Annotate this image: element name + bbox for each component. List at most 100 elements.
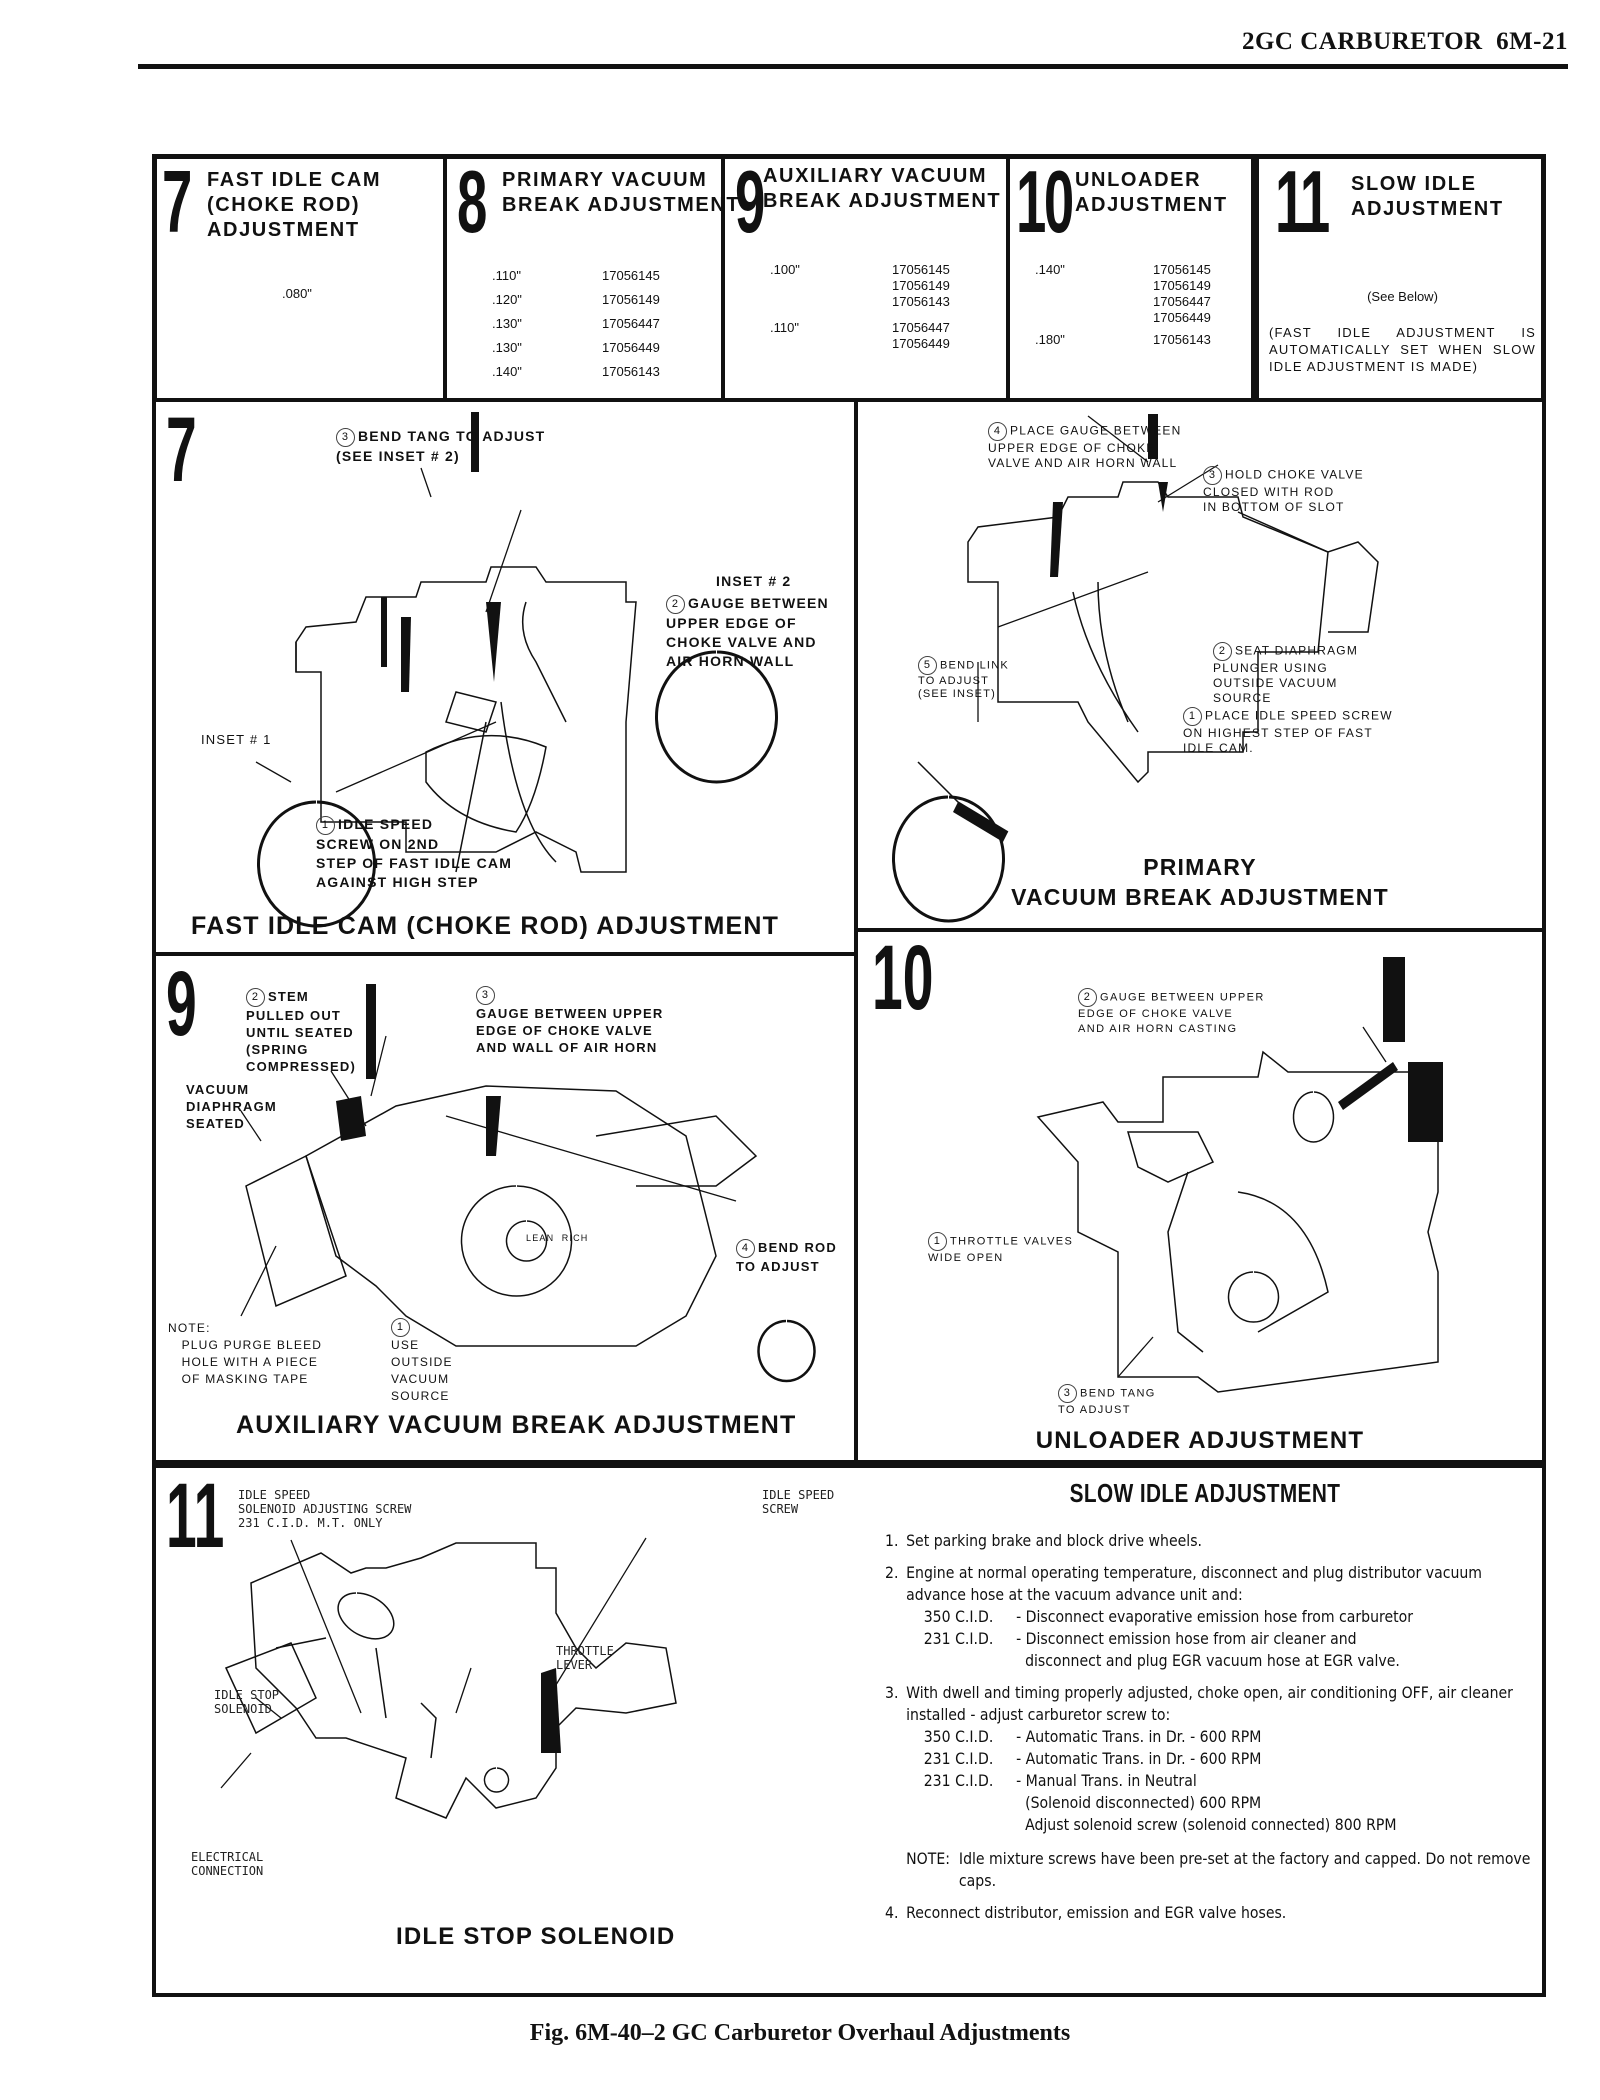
spec-title: UNLOADER ADJUSTMENT	[1075, 169, 1228, 216]
spec-number: 10	[1016, 152, 1074, 251]
callout-number-icon: 1	[316, 815, 335, 835]
step-2: 2.Engine at normal operating temperature…	[885, 1562, 1536, 1672]
callout-number-icon: 5	[918, 656, 937, 675]
slow-idle-steps: 1.Set parking brake and block drive whee…	[885, 1530, 1536, 1934]
step-2-sub: 350 C.I.D.- Disconnect evaporative emiss…	[923, 1607, 1414, 1626]
masking-tape-note: NOTE: PLUG PURGE BLEED HOLE WITH A PIECE…	[168, 1321, 323, 1386]
spec-number: 11	[1275, 152, 1330, 251]
spec-row: .110"17056145	[492, 268, 660, 283]
spec-row: .130"17056449	[492, 340, 660, 355]
spec-values: .100"17056145 17056149 17056143 .110"170…	[770, 262, 950, 351]
page-number: 6M-21	[1496, 28, 1568, 55]
callout-number-icon: 3	[1203, 466, 1222, 485]
panel-number: 9	[166, 953, 197, 1055]
carburetor-illustration	[156, 1468, 861, 1998]
idle-mixture-note: NOTE:Idle mixture screws have been pre-s…	[906, 1849, 1531, 1890]
spec-row: .110"17056447	[770, 320, 950, 335]
panel-number: 7	[166, 399, 197, 501]
inset-2-label: INSET # 2	[716, 573, 792, 589]
page-header: 2GC CARBURETOR 6M-21	[1242, 28, 1568, 56]
callout-electrical-connection: ELECTRICAL CONNECTION	[191, 1850, 264, 1878]
callout-throttle-lever: THROTTLE LEVER	[556, 1644, 614, 1672]
panel-number: 10	[872, 927, 934, 1029]
callout-number-icon: 3	[1058, 1384, 1077, 1403]
spec-number: 8	[457, 152, 487, 251]
step-3: 3.With dwell and timing properly adjuste…	[885, 1682, 1536, 1892]
panel-title: AUXILIARY VACUUM BREAK ADJUSTMENT	[236, 1411, 797, 1439]
carburetor-illustration	[156, 984, 856, 1461]
spec-cell-9: 9 AUXILIARY VACUUM BREAK ADJUSTMENT .100…	[725, 154, 1010, 402]
spec-row: .140"17056143	[492, 364, 660, 379]
panel-idle-stop-solenoid: 11 IDLE SPEED SOLENOID ADJUSTING SCREW 2…	[152, 1464, 864, 1997]
callout-number-icon: 1	[1183, 707, 1202, 726]
spec-row: .120"17056149	[492, 292, 660, 307]
spec-number: 9	[735, 152, 765, 251]
callout-diaphragm-seated: VACUUM DIAPHRAGM SEATED	[186, 1082, 277, 1131]
figure-caption: Fig. 6M-40–2 GC Carburetor Overhaul Adju…	[529, 2020, 1071, 2046]
callout-number-icon: 4	[988, 422, 1007, 441]
spec-number: 7	[162, 152, 192, 251]
header-rule	[138, 64, 1568, 69]
panel-title-line1: PRIMARY	[1143, 854, 1257, 880]
spec-table: 7 FAST IDLE CAM (CHOKE ROD) ADJUSTMENT .…	[152, 154, 1546, 402]
spec-values: .110"17056145 .120"17056149 .130"1705644…	[492, 264, 660, 384]
callout-number-icon: 3	[336, 427, 355, 447]
see-below-note: (See Below)	[1367, 289, 1438, 304]
spec-title: FAST IDLE CAM (CHOKE ROD) ADJUSTMENT	[207, 169, 382, 241]
spec-values: .080"	[282, 284, 312, 304]
spec-cell-7: 7 FAST IDLE CAM (CHOKE ROD) ADJUSTMENT .…	[152, 154, 447, 402]
panel-title: UNLOADER ADJUSTMENT	[1035, 1427, 1365, 1454]
section-title: 2GC CARBURETOR	[1241, 28, 1483, 55]
callout-number-icon: 2	[1078, 988, 1097, 1007]
spec-cell-11: 11 SLOW IDLE ADJUSTMENT (See Below) (FAS…	[1255, 154, 1546, 402]
panel-title-line2: VACUUM BREAK ADJUSTMENT	[1011, 884, 1389, 910]
step-3-sub: 350 C.I.D.- Automatic Trans. in Dr. - 60…	[923, 1727, 1262, 1746]
carburetor-illustration	[156, 412, 856, 952]
panel-title: IDLE STOP SOLENOID	[396, 1923, 676, 1950]
step-3-sub: Adjust solenoid screw (solenoid connecte…	[1016, 1815, 1397, 1834]
spec-row: .140"17056145	[1035, 262, 1211, 277]
spec-title: SLOW IDLE ADJUSTMENT	[1351, 173, 1504, 220]
lean-rich-dial: LEAN RICH	[526, 1233, 589, 1243]
spec-cell-10: 10 UNLOADER ADJUSTMENT .140"17056145 170…	[1010, 154, 1255, 402]
fast-idle-note: (FAST IDLE ADJUSTMENT IS AUTOMATICALLY S…	[1269, 325, 1536, 374]
slow-idle-section	[860, 1464, 1546, 1997]
inset-1-label: INSET # 1	[201, 732, 272, 747]
step-3-sub: 231 C.I.D.- Manual Trans. in Neutral	[923, 1771, 1197, 1790]
carburetor-illustration	[858, 957, 1443, 1462]
gauge-value: .080"	[282, 286, 312, 301]
step-4: 4.Reconnect distributor, emission and EG…	[885, 1903, 1287, 1922]
step-3-sub: (Solenoid disconnected) 600 RPM	[1016, 1793, 1262, 1812]
callout-number-icon: 1	[391, 1318, 410, 1337]
panel-title: FAST IDLE CAM (CHOKE ROD) ADJUSTMENT	[191, 912, 780, 940]
callout-number-icon: 2	[1213, 642, 1232, 661]
callout-number-icon: 2	[246, 988, 265, 1008]
spec-title: AUXILIARY VACUUM BREAK ADJUSTMENT	[763, 165, 1002, 212]
callout-number-icon: 3	[476, 986, 495, 1006]
callout-number-icon: 1	[928, 1232, 947, 1251]
callout-number-icon: 4	[736, 1239, 755, 1259]
slow-idle-title: SLOW IDLE ADJUSTMENT	[1069, 1478, 1341, 1508]
spec-cell-8: 8 PRIMARY VACUUM BREAK ADJUSTMENT .110"1…	[447, 152, 739, 402]
callout-solenoid-adjusting-screw: IDLE SPEED SOLENOID ADJUSTING SCREW 231 …	[238, 1488, 412, 1530]
spec-values: .140"17056145 17056149 17056447 17056449…	[1035, 262, 1211, 347]
